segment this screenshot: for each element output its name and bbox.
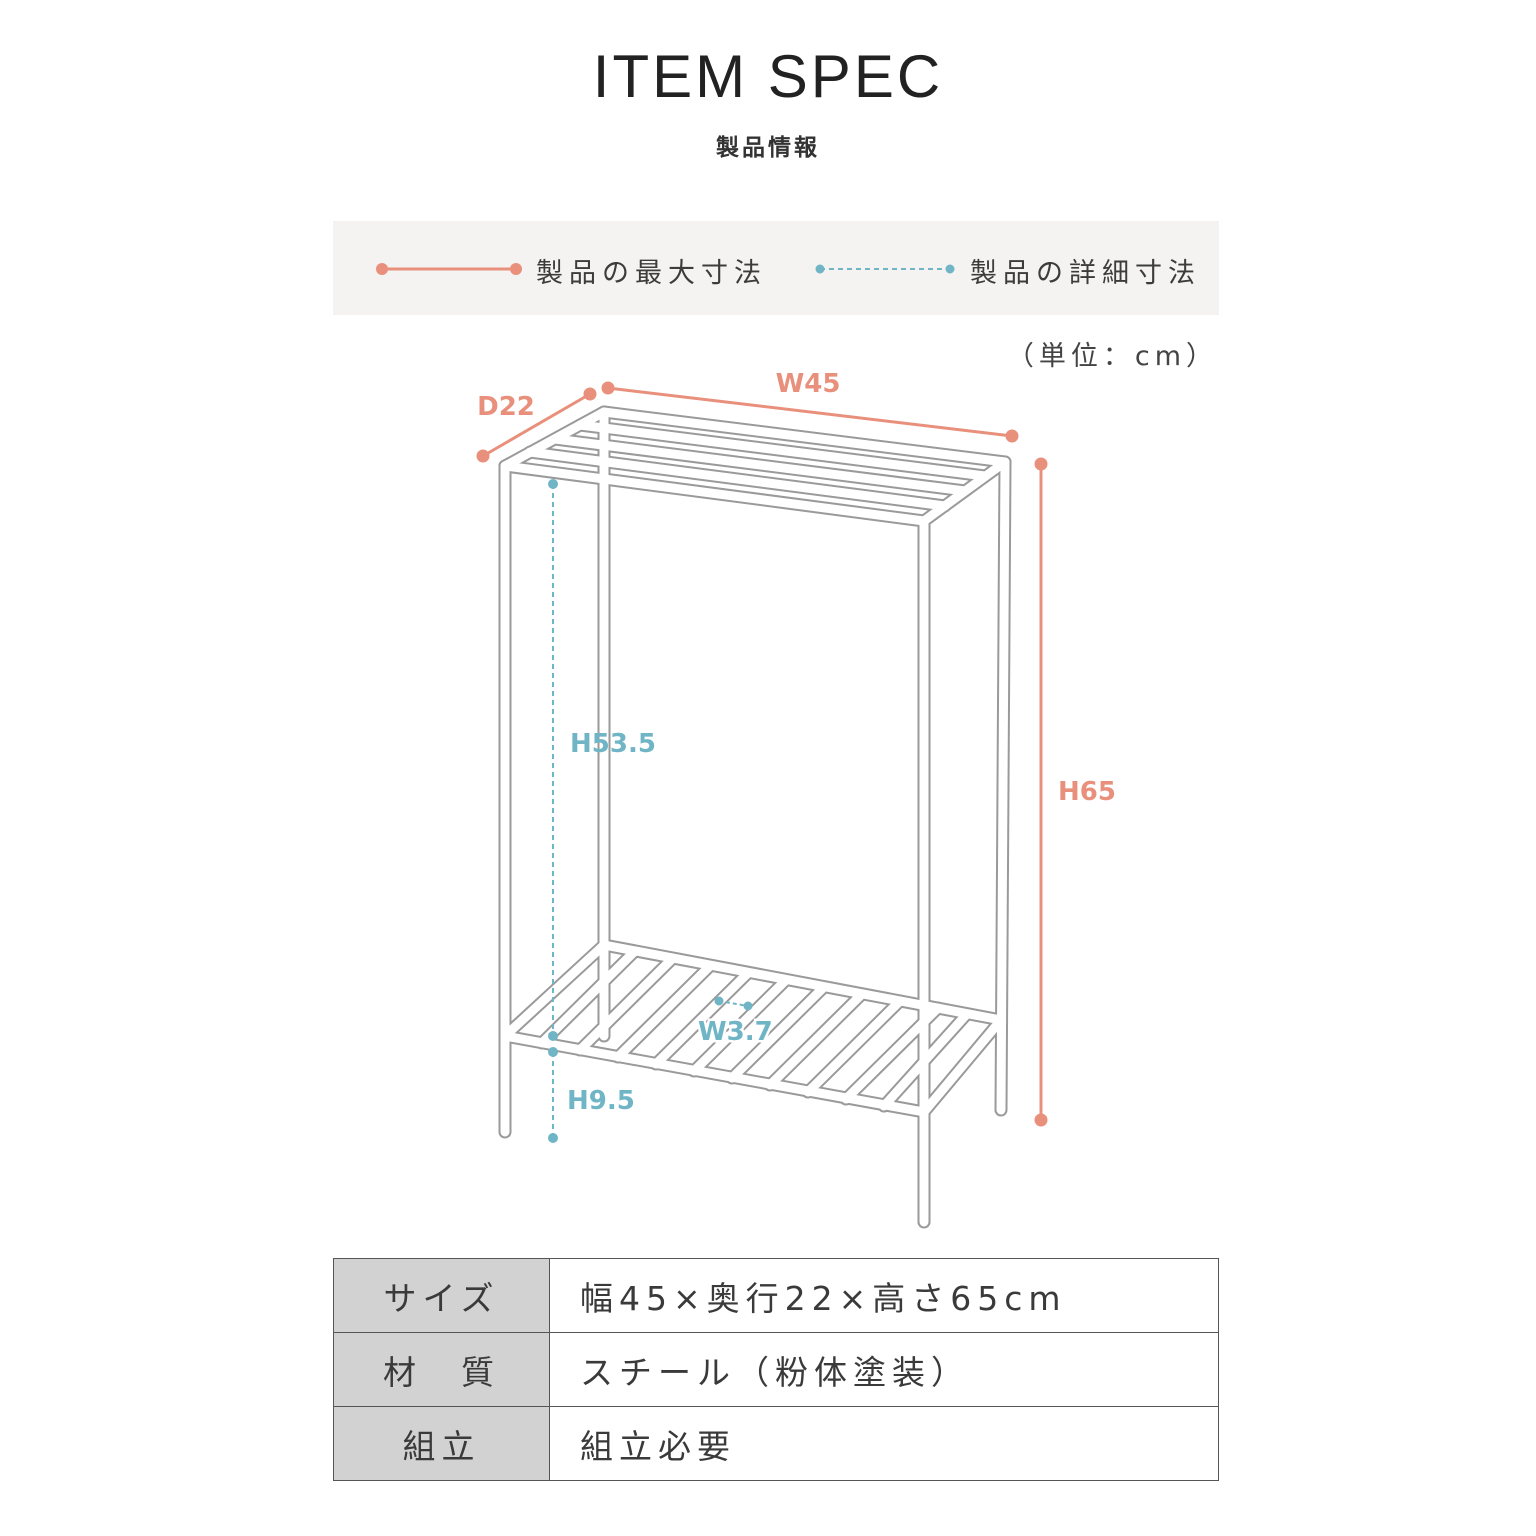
table-row: 材 質 スチール（粉体塗装） [333,1332,1219,1407]
spec-label-material: 材 質 [333,1332,550,1407]
bottom-height-dimension-line [548,1047,558,1143]
spec-table: サイズ 幅45×奥行22×高さ65cm 材 質 スチール（粉体塗装） 組立 組立… [333,1258,1219,1481]
max-dimension-line-icon [376,263,522,275]
slat-width-dimension-line [714,996,753,1011]
slat-width-label: W3.7 [698,1017,773,1047]
page-title: ITEM SPEC [592,43,944,110]
spec-value-material: スチール（粉体塗装） [549,1332,1219,1407]
spec-value-assembly: 組立必要 [549,1406,1219,1481]
legend-detail-label: 製品の詳細寸法 [970,258,1201,289]
detail-dimension-line-icon [815,264,955,274]
unit-note: （単位：cm） [1006,341,1218,372]
inner-height-label: H53.5 [570,729,656,759]
rack-frame-inner [500,407,1010,1227]
legend-max-label: 製品の最大寸法 [536,258,767,289]
table-row: サイズ 幅45×奥行22×高さ65cm [333,1258,1219,1333]
depth-label: D22 [477,392,535,422]
page-subtitle: 製品情報 [716,135,820,161]
inner-height-dimension-line [548,479,558,1041]
height-label: H65 [1058,777,1116,807]
legend-lines [376,263,955,275]
spec-label-size: サイズ [333,1258,550,1333]
depth-dimension-line [476,387,597,463]
width-label: W45 [776,369,841,399]
dimension-legend: 製品の最大寸法 製品の詳細寸法 [333,221,1219,315]
spec-value-size: 幅45×奥行22×高さ65cm [549,1258,1219,1333]
height-dimension-line [1034,457,1048,1127]
bottom-height-label: H9.5 [567,1086,635,1116]
spec-label-assembly: 組立 [333,1406,550,1481]
table-row: 組立 組立必要 [333,1406,1219,1481]
width-dimension-line [601,381,1019,443]
